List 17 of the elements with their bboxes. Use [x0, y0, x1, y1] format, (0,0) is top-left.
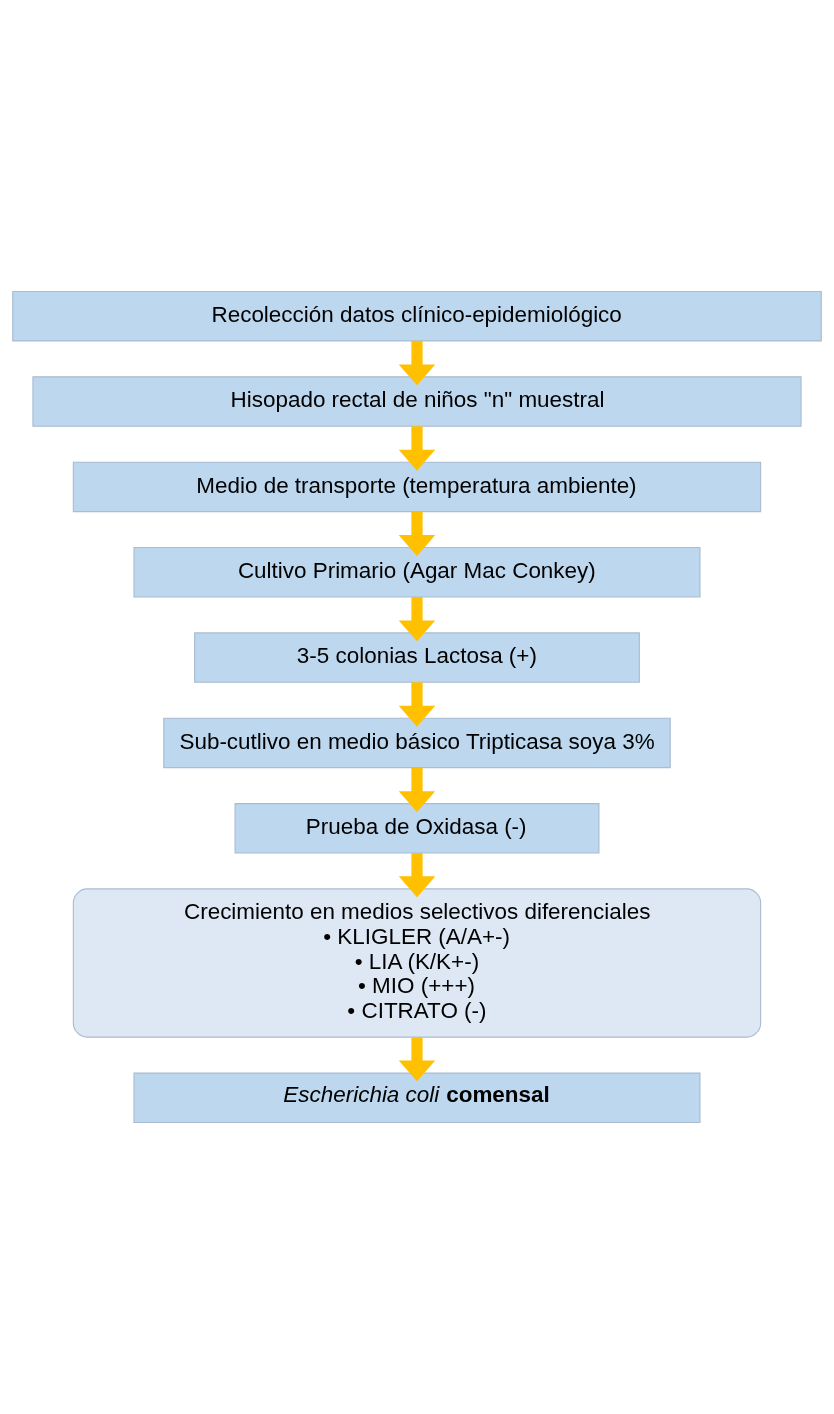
arrow [398, 1037, 436, 1082]
node-box: Cultivo Primario (Agar Mac Conkey) [133, 546, 701, 598]
node-box: Recolección datos clínico-epidemiológico [12, 290, 822, 342]
arrow [398, 511, 436, 556]
arrow [398, 426, 436, 471]
node-box: Hisopado rectal de niños "n" muestral [32, 376, 802, 427]
node-box: Escherichia coli comensal [133, 1072, 701, 1124]
node-box: Sub-cutlivo en medio básico Tripticasa soya 3% [163, 717, 671, 769]
arrow [398, 767, 436, 813]
node-box: 3-5 colonias Lactosa (+) [194, 632, 640, 683]
node-box: Crecimiento en medios selectivos diferenciales • KLIGLER (A/A+-) • LIA (K/K+-) • MIO (+++) • CITRATO (-) [72, 888, 762, 1038]
arrow [398, 682, 436, 727]
arrow [398, 596, 436, 642]
node-box: Prueba de Oxidasa (-) [234, 803, 600, 854]
arrow [398, 340, 436, 386]
node-box: Medio de transporte (temperatura ambiente) [72, 461, 762, 513]
arrow [398, 853, 436, 898]
